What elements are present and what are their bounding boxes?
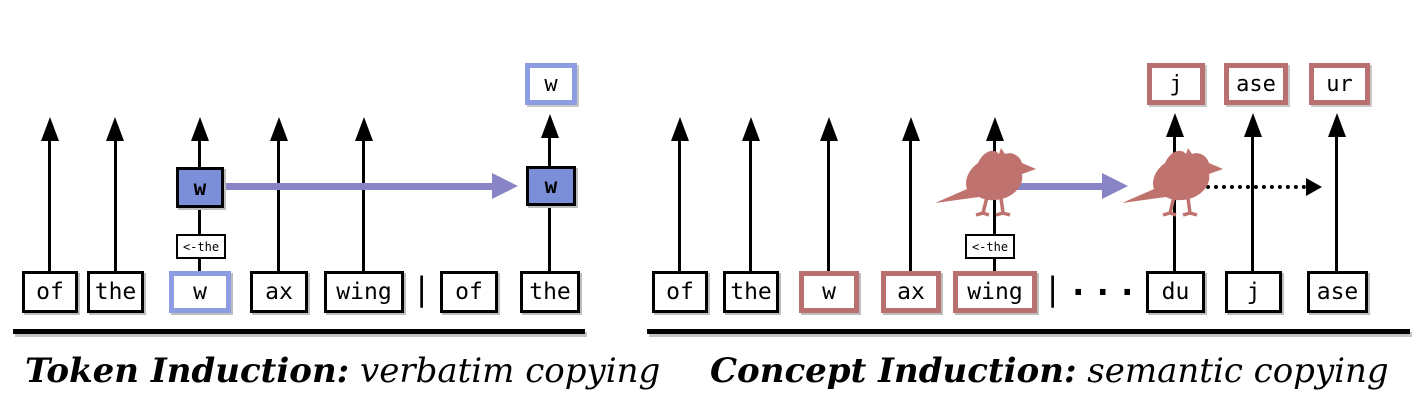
up-arrow-icon: [270, 117, 288, 141]
context-token-highlighted: w: [799, 271, 859, 313]
induction-arrow-head-icon: [1102, 173, 1128, 199]
residual-line: [362, 141, 365, 272]
residual-line: [548, 138, 551, 167]
caption-title: Concept Induction:: [710, 351, 1077, 391]
up-arrow-icon: [191, 117, 209, 141]
query-token: du: [1146, 271, 1205, 313]
residual-line: [1251, 137, 1254, 272]
residual-line: [993, 258, 996, 272]
residual-line: [198, 141, 201, 168]
residual-line: [749, 141, 752, 272]
residual-line: [1173, 137, 1176, 272]
prediction-box: j: [1147, 63, 1205, 105]
bird-icon: [1122, 148, 1223, 217]
query-token: the: [520, 271, 580, 313]
up-arrow-icon: [671, 117, 689, 141]
sequence-baseline: [647, 329, 1410, 334]
residual-line: [548, 204, 551, 272]
attention-label: <-the: [965, 234, 1015, 259]
prediction-box: ase: [1224, 63, 1288, 105]
query-token: ase: [1307, 271, 1368, 313]
token-induction-caption: Token Induction: verbatim copying: [25, 351, 660, 391]
context-token: ax: [250, 271, 308, 313]
induction-arrow-head-icon: [492, 173, 518, 199]
query-token: of: [440, 271, 498, 313]
residual-line: [1335, 137, 1338, 272]
residual-line: [909, 141, 912, 272]
context-token-highlighted: wing: [953, 271, 1037, 313]
query-token: j: [1225, 271, 1282, 313]
residual-line: [48, 141, 51, 272]
caption-subtitle: semantic copying: [1076, 351, 1389, 391]
up-arrow-icon: [355, 117, 373, 141]
context-token: the: [87, 271, 144, 313]
ellipsis: ...: [1068, 264, 1142, 304]
up-arrow-icon: [1244, 113, 1262, 137]
up-arrow-icon: [902, 117, 920, 141]
up-arrow-icon: [1328, 113, 1346, 137]
context-token: wing: [324, 271, 404, 313]
up-arrow-icon: [541, 114, 559, 138]
up-arrow-icon: [41, 117, 59, 141]
caption-subtitle: verbatim copying: [349, 351, 661, 391]
residual-line: [678, 141, 681, 272]
up-arrow-icon: [106, 117, 124, 141]
target-feature-box: w: [526, 166, 576, 206]
bird-icon: [935, 148, 1036, 217]
residual-line: [827, 141, 830, 272]
context-token-highlighted: w: [169, 271, 231, 313]
attention-label: <-the: [176, 234, 226, 259]
dotted-arrow-head-icon: [1306, 178, 1322, 196]
source-feature-box: w: [176, 167, 224, 208]
up-arrow-icon: [986, 117, 1004, 141]
prediction-box: w: [525, 63, 577, 105]
caption-title: Token Induction:: [25, 351, 350, 391]
residual-line: [198, 207, 201, 235]
context-token: of: [22, 271, 78, 313]
induction-arrow: [224, 183, 492, 190]
context-token-highlighted: ax: [881, 271, 941, 313]
induction-arrow: [1012, 183, 1102, 190]
residual-line: [114, 141, 117, 272]
residual-line: [198, 258, 201, 272]
sequence-baseline: [13, 329, 585, 334]
context-token: the: [723, 271, 779, 313]
context-token: of: [652, 271, 708, 313]
concept-induction-caption: Concept Induction: semantic copying: [710, 351, 1389, 391]
up-arrow-icon: [742, 117, 760, 141]
sequence-separator: |: [1043, 270, 1063, 308]
sequence-separator: |: [412, 270, 432, 308]
dotted-arrow: [1198, 185, 1306, 189]
residual-line: [277, 141, 280, 272]
up-arrow-icon: [1166, 113, 1184, 137]
prediction-box: ur: [1309, 63, 1370, 105]
up-arrow-icon: [820, 117, 838, 141]
